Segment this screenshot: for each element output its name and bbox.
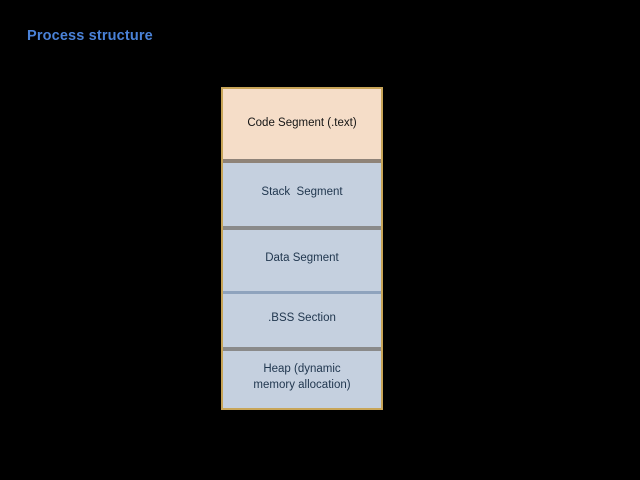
segment-bss-label: .BSS Section [268, 312, 336, 325]
segment-data: Data Segment [223, 226, 381, 291]
segment-heap: Heap (dynamic memory allocation) [223, 347, 381, 408]
process-memory-diagram: Code Segment (.text) Stack Segment Data … [221, 87, 383, 410]
segment-code-label: Code Segment (.text) [247, 117, 357, 130]
segment-code: Code Segment (.text) [223, 89, 381, 159]
segment-stack-label: Stack Segment [261, 185, 343, 198]
segment-heap-label: Heap (dynamic memory allocation) [253, 363, 351, 391]
segment-bss: .BSS Section [223, 291, 381, 347]
page-title: Process structure [27, 28, 153, 44]
segment-stack: Stack Segment [223, 159, 381, 226]
segment-data-label: Data Segment [265, 251, 339, 264]
